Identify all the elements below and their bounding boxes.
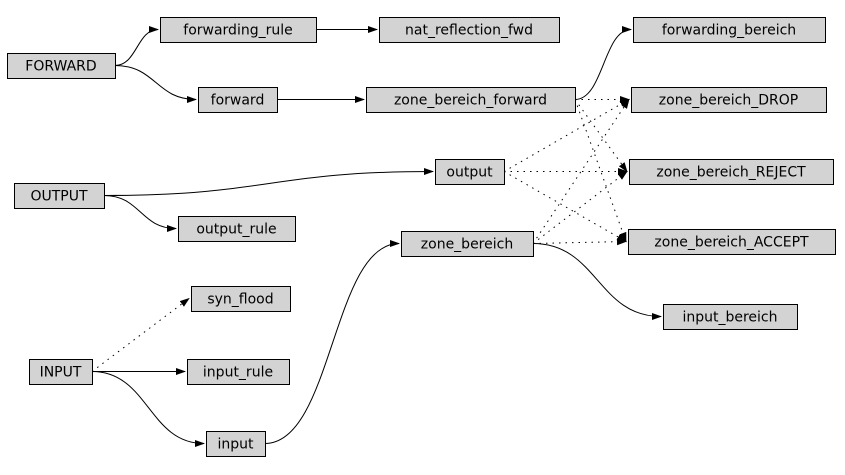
node-label-output_rule: output_rule xyxy=(196,222,276,238)
edge-FORWARD-to-forward xyxy=(114,65,197,103)
node-zone_bereich_forward: zone_bereich_forward xyxy=(366,87,576,113)
node-label-zone_bereich: zone_bereich xyxy=(421,237,513,253)
node-box-zone_bereich_ACCEPT xyxy=(628,229,836,255)
node-box-OUTPUT xyxy=(14,183,105,209)
node-box-INPUT xyxy=(29,359,93,385)
node-label-forwarding_rule: forwarding_rule xyxy=(183,23,292,39)
node-box-output_rule xyxy=(178,216,296,242)
edge-zone_bereich_forward-to-zone_bereich_ACCEPT xyxy=(574,99,627,243)
node-input_rule: input_rule xyxy=(187,359,290,385)
node-box-zone_bereich_DROP xyxy=(631,87,827,113)
node-box-FORWARD xyxy=(7,53,116,79)
node-label-input: input xyxy=(217,437,254,453)
edge-FORWARD-to-forwarding_rule xyxy=(114,26,159,66)
edge-output-to-zone_bereich_DROP xyxy=(503,99,630,172)
node-box-input_bereich xyxy=(663,304,798,330)
node-forwarding_bereich: forwarding_bereich xyxy=(633,17,826,43)
node-zone_bereich: zone_bereich xyxy=(401,231,534,257)
edges-layer xyxy=(91,26,662,447)
node-label-forwarding_bereich: forwarding_bereich xyxy=(662,23,796,39)
node-box-nat_reflection_fwd xyxy=(379,17,560,43)
edge-zone_bereich_forward-to-forwarding_bereich xyxy=(574,26,632,100)
node-label-input_rule: input_rule xyxy=(203,365,273,381)
node-label-zone_bereich_forward: zone_bereich_forward xyxy=(394,93,547,109)
node-OUTPUT: OUTPUT xyxy=(14,183,105,209)
node-box-zone_bereich xyxy=(401,231,534,257)
node-INPUT: INPUT xyxy=(29,359,93,385)
node-label-zone_bereich_ACCEPT: zone_bereich_ACCEPT xyxy=(654,235,809,251)
node-label-syn_flood: syn_flood xyxy=(207,292,273,308)
node-label-FORWARD: FORWARD xyxy=(25,59,96,75)
node-label-zone_bereich_REJECT: zone_bereich_REJECT xyxy=(656,165,806,181)
node-zone_bereich_DROP: zone_bereich_DROP xyxy=(631,87,827,113)
node-FORWARD: FORWARD xyxy=(7,53,116,79)
edge-zone_bereich-to-zone_bereich_REJECT xyxy=(532,170,628,244)
node-input_bereich: input_bereich xyxy=(663,304,798,330)
edge-zone_bereich-to-zone_bereich_ACCEPT xyxy=(532,238,627,246)
edge-INPUT-to-syn_flood xyxy=(91,297,190,372)
node-box-input_rule xyxy=(187,359,290,385)
node-box-zone_bereich_forward xyxy=(366,87,576,113)
edge-OUTPUT-to-output_rule xyxy=(103,195,177,232)
node-zone_bereich_ACCEPT: zone_bereich_ACCEPT xyxy=(628,229,836,255)
node-syn_flood: syn_flood xyxy=(191,286,291,312)
node-label-OUTPUT: OUTPUT xyxy=(30,189,88,205)
node-zone_bereich_REJECT: zone_bereich_REJECT xyxy=(629,159,834,185)
edge-INPUT-to-input xyxy=(91,371,205,447)
edge-zone_bereich-to-zone_bereich_DROP xyxy=(532,98,630,244)
node-box-output xyxy=(435,159,505,185)
node-label-zone_bereich_DROP: zone_bereich_DROP xyxy=(659,93,798,109)
node-label-output: output xyxy=(446,165,493,181)
nodes-layer: FORWARD forwarding_rule nat_reflection_fwd… xyxy=(7,17,836,457)
node-box-forwarding_rule xyxy=(160,17,317,43)
node-label-INPUT: INPUT xyxy=(40,365,82,381)
node-input: input xyxy=(206,431,266,457)
node-nat_reflection_fwd: nat_reflection_fwd xyxy=(379,17,560,43)
node-box-forward xyxy=(198,87,278,113)
edge-input-to-zone_bereich xyxy=(264,240,400,444)
edge-output-to-zone_bereich_ACCEPT xyxy=(503,171,627,242)
node-label-forward: forward xyxy=(211,93,265,109)
node-output: output xyxy=(435,159,505,185)
node-forwarding_rule: forwarding_rule xyxy=(160,17,317,43)
node-box-forwarding_bereich xyxy=(633,17,826,43)
node-output_rule: output_rule xyxy=(178,216,296,242)
node-box-input xyxy=(206,431,266,457)
node-forward: forward xyxy=(198,87,278,113)
node-label-nat_reflection_fwd: nat_reflection_fwd xyxy=(405,23,533,39)
node-label-input_bereich: input_bereich xyxy=(682,310,777,326)
node-box-syn_flood xyxy=(191,286,291,312)
edge-zone_bereich-to-input_bereich xyxy=(532,243,662,320)
edge-zone_bereich_forward-to-zone_bereich_REJECT xyxy=(574,99,628,173)
edge-OUTPUT-to-output xyxy=(103,168,434,196)
node-box-zone_bereich_REJECT xyxy=(629,159,834,185)
